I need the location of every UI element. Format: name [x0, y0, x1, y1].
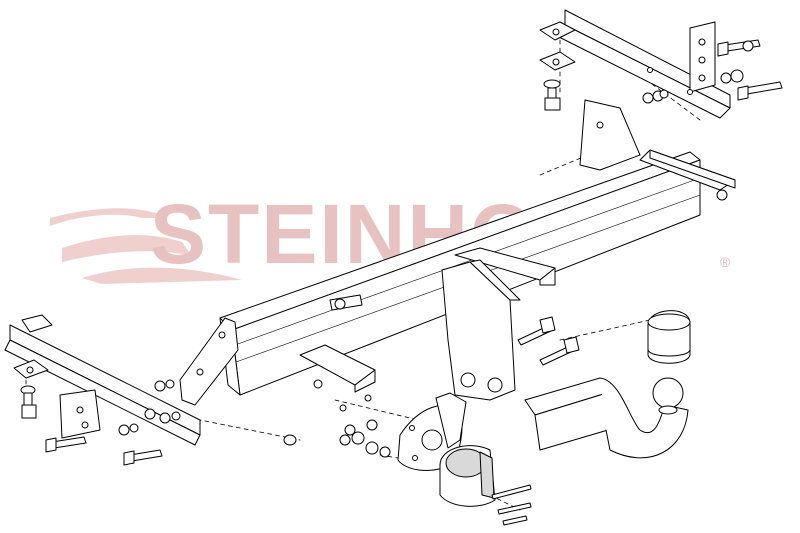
right-bolts [642, 39, 783, 104]
small-screws [283, 394, 532, 526]
ball-cover-cap [647, 310, 691, 364]
left-end-plate [179, 294, 363, 406]
center-bolts [517, 316, 580, 366]
center-bracket [441, 259, 521, 401]
tow-ball-neck [524, 377, 689, 459]
right-side-bracket [539, 9, 731, 119]
electrical-socket [439, 445, 496, 507]
steinhof-swoosh-logo [50, 208, 242, 284]
registered-mark: ® [720, 254, 731, 270]
left-side-bracket [4, 314, 201, 466]
